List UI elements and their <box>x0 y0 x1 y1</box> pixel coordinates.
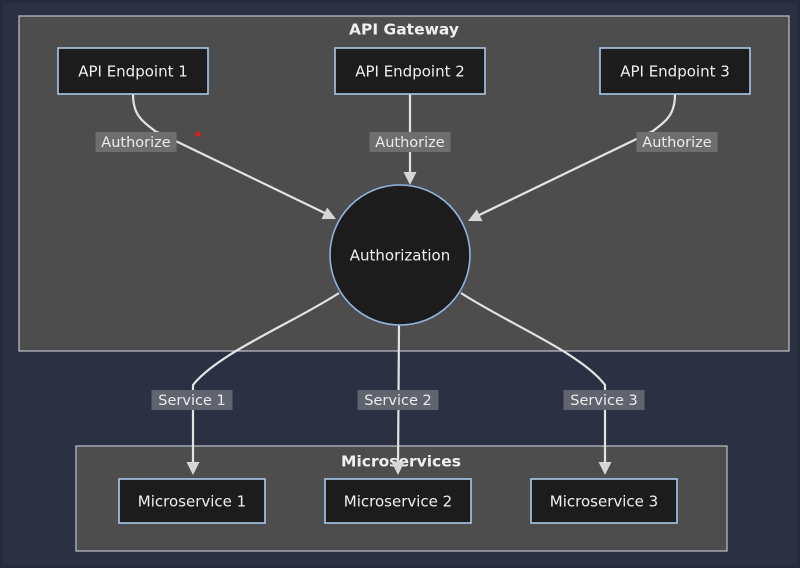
edge-endpoint2-auth-label: Authorize <box>375 135 444 151</box>
node-api-endpoint-3[interactable]: API Endpoint 3 <box>599 47 751 95</box>
edge-endpoint1-auth <box>131 93 336 220</box>
edge-auth-microservice1-arrowhead-icon <box>186 462 200 475</box>
edge-auth-microservice3-path <box>460 292 607 469</box>
node-shape-microservice-3[interactable] <box>530 478 678 524</box>
node-shape-microservice-2[interactable] <box>324 478 472 524</box>
edge-endpoint3-auth-label: Authorize <box>642 135 711 151</box>
node-microservice-1[interactable]: Microservice 1 <box>118 478 266 524</box>
node-shape-authorization[interactable] <box>329 184 471 326</box>
node-shape-microservice-1[interactable] <box>118 478 266 524</box>
edge-auth-microservice3 <box>460 292 612 475</box>
cluster-title-api-gateway: API Gateway <box>349 21 459 39</box>
node-label-microservice-2: Microservice 2 <box>344 493 452 511</box>
node-shape-api-endpoint-1[interactable] <box>57 47 209 95</box>
edge-auth-microservice1 <box>186 292 340 475</box>
edge-endpoint3-auth <box>468 93 677 222</box>
edge-endpoint1-auth-arrowhead-icon <box>321 207 336 220</box>
edges-group <box>131 93 677 475</box>
edge-auth-microservice1-path <box>191 292 340 469</box>
edge-auth-microservice1-label-bg <box>151 390 233 410</box>
node-shape-api-endpoint-2[interactable] <box>334 47 486 95</box>
edge-endpoint1-auth-label-bg <box>95 132 177 152</box>
edge-auth-microservice3-label-group: Service 3 <box>563 390 645 410</box>
node-label-api-endpoint-1: API Endpoint 1 <box>78 63 188 81</box>
node-label-microservice-3: Microservice 3 <box>550 493 658 511</box>
node-authorization[interactable]: Authorization <box>329 184 471 326</box>
red-dot-marker <box>195 131 201 137</box>
edge-endpoint1-auth-label-group: Authorize <box>95 132 177 152</box>
edge-auth-microservice2-arrowhead-icon <box>391 462 405 475</box>
edge-auth-microservice2-label: Service 2 <box>364 393 431 409</box>
edge-auth-microservice3-label-bg <box>563 390 645 410</box>
edge-endpoint3-auth-arrowhead-icon <box>468 209 483 222</box>
node-label-microservice-1: Microservice 1 <box>138 493 246 511</box>
node-label-api-endpoint-2: API Endpoint 2 <box>355 63 465 81</box>
edge-endpoint2-auth-label-group: Authorize <box>369 132 451 152</box>
edge-auth-microservice2-label-group: Service 2 <box>357 390 439 410</box>
edge-auth-microservice3-arrowhead-icon <box>598 462 612 475</box>
nodes-group: API Endpoint 1 API Endpoint 2 API Endpoint… <box>57 47 751 524</box>
edge-endpoint2-auth-arrowhead-icon <box>403 172 417 185</box>
annotations-group <box>195 131 201 137</box>
edge-endpoint3-auth-path <box>470 93 677 220</box>
edge-auth-microservice1-label: Service 1 <box>158 393 225 409</box>
cluster-title-microservices: Microservices <box>341 453 461 471</box>
edge-auth-microservice1-label-group: Service 1 <box>151 390 233 410</box>
node-microservice-3[interactable]: Microservice 3 <box>530 478 678 524</box>
edge-endpoint3-auth-label-bg <box>636 132 718 152</box>
node-api-endpoint-2[interactable]: API Endpoint 2 <box>334 47 486 95</box>
edge-auth-microservice2-label-bg <box>357 390 439 410</box>
edge-endpoint3-auth-label-group: Authorize <box>636 132 718 152</box>
node-label-authorization: Authorization <box>350 247 450 265</box>
node-api-endpoint-1[interactable]: API Endpoint 1 <box>57 47 209 95</box>
edge-endpoint2-auth-label-bg <box>369 132 451 152</box>
node-microservice-2[interactable]: Microservice 2 <box>324 478 472 524</box>
edge-endpoint1-auth-label: Authorize <box>101 135 170 151</box>
node-shape-api-endpoint-3[interactable] <box>599 47 751 95</box>
edge-endpoint1-auth-path <box>131 93 334 218</box>
edge-auth-microservice3-label: Service 3 <box>570 393 637 409</box>
node-label-api-endpoint-3: API Endpoint 3 <box>620 63 730 81</box>
